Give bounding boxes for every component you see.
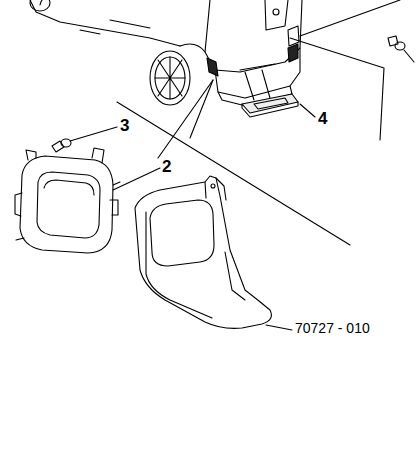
licence-lamp bbox=[242, 94, 315, 117]
bulb bbox=[388, 36, 414, 62]
callout-number: 4 bbox=[318, 110, 327, 127]
callout-number: 3 bbox=[120, 117, 129, 134]
bulb bbox=[52, 127, 117, 152]
bezel bbox=[135, 176, 292, 330]
part-number: 70727 - 010 bbox=[295, 321, 370, 335]
fog-lamp bbox=[15, 148, 120, 253]
car-rear bbox=[30, 0, 302, 106]
callout-number: 2 bbox=[162, 158, 171, 175]
